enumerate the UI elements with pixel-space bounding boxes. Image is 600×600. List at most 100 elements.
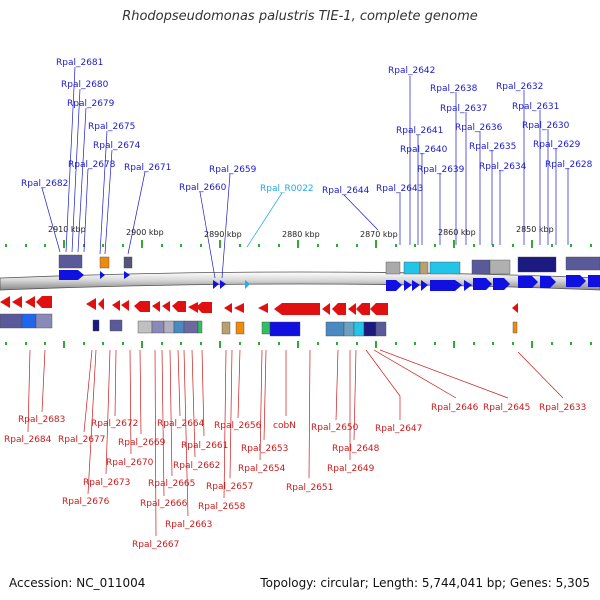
reverse-gene-arrow [36, 296, 52, 308]
reverse-gene-arrow [25, 296, 35, 308]
scale-tick-label: 2860 kbp [438, 228, 476, 237]
gene-label: Rpal_2683 [18, 415, 65, 425]
forward-gene-arrow [518, 276, 538, 288]
forward-gene-arrow [404, 280, 412, 291]
gene-label: Rpal_2666 [140, 499, 188, 509]
rna-gene-label: Rpal_R0022 [260, 184, 314, 194]
reverse-gene-arrow [348, 303, 356, 315]
genome-backbone [0, 271, 600, 291]
accession-text: Accession: NC_011004 [9, 576, 146, 590]
bottom-tick-row [5, 341, 592, 348]
gene-label: Rpal_2662 [173, 461, 220, 471]
forward-gene-arrow [213, 280, 219, 289]
forward-homology-blocks [58, 254, 600, 275]
rna-gene-arrow [245, 280, 250, 289]
reverse-gene-arrow [112, 300, 120, 311]
reverse-gene-arrow [188, 302, 198, 313]
reverse-gene-arrow [370, 303, 388, 315]
gene-label: Rpal_2647 [375, 424, 422, 434]
scale-tick-label: 2890 kbp [204, 230, 242, 239]
gene-label: Rpal_2648 [332, 444, 380, 454]
gene-label: Rpal_2684 [4, 435, 52, 445]
gene-label: Rpal_2669 [118, 438, 166, 448]
gene-label: Rpal_2634 [479, 162, 527, 172]
forward-gene-arrow [412, 280, 420, 291]
gene-label: Rpal_2654 [238, 464, 286, 474]
gene-label: Rpal_2635 [469, 142, 516, 152]
gene-label: Rpal_2641 [396, 126, 443, 136]
reverse-gene-arrow [134, 301, 150, 312]
gene-label: Rpal_2674 [93, 141, 141, 151]
gene-label: Rpal_2672 [91, 419, 138, 429]
forward-gene-arrow [386, 280, 402, 291]
reverse-gene-arrow [172, 301, 186, 312]
gene-label: Rpal_2643 [376, 184, 423, 194]
reverse-gene-arrow [224, 303, 232, 313]
gene-label: Rpal_2651 [286, 483, 333, 493]
gene-label: Rpal_2639 [417, 165, 465, 175]
scale-tick-label: 2850 kbp [516, 225, 554, 234]
reverse-gene-arrow [152, 301, 160, 312]
scale-tick-label: 2880 kbp [282, 230, 320, 239]
top-tick-row [5, 240, 592, 248]
reverse-gene-arrow [162, 301, 170, 312]
reverse-homology-blocks [0, 313, 518, 337]
gene-label: Rpal_2644 [322, 186, 370, 196]
scale-tick-label: 2870 kbp [360, 230, 398, 239]
gene-label: Rpal_2631 [512, 102, 559, 112]
forward-gene-arrow [430, 280, 462, 291]
gene-label: Rpal_2632 [496, 82, 543, 92]
forward-gene-arrow [421, 280, 428, 291]
reverse-gene-arrow [274, 303, 320, 315]
reverse-gene-arrow [121, 300, 129, 311]
gene-label: Rpal_2682 [21, 179, 68, 189]
gene-label: Rpal_2653 [241, 444, 288, 454]
topology-text: Topology: circular; Length: 5,744,041 bp… [260, 576, 590, 590]
forward-gene-arrow [124, 271, 130, 279]
gene-label: Rpal_2638 [430, 84, 478, 94]
gene-label: Rpal_2646 [431, 403, 479, 413]
gene-label: Rpal_2665 [148, 479, 195, 489]
reverse-gene-arrow [356, 303, 370, 315]
gene-label: Rpal_2637 [440, 104, 487, 114]
reverse-gene-arrow [98, 298, 104, 310]
gene-label: Rpal_2676 [62, 497, 110, 507]
reverse-genes [0, 296, 518, 315]
gene-label: Rpal_2670 [106, 458, 154, 468]
gene-label: Rpal_2675 [88, 122, 135, 132]
forward-gene-arrow [59, 270, 84, 280]
gene-label: Rpal_2642 [388, 66, 435, 76]
reverse-gene-arrow [512, 303, 518, 313]
gene-label: Rpal_2679 [67, 99, 115, 109]
forward-gene-arrow [464, 280, 472, 291]
gene-label: Rpal_2636 [455, 123, 503, 133]
reverse-gene-arrow [86, 298, 96, 310]
gene-label: Rpal_2657 [206, 482, 253, 492]
gene-label: Rpal_2680 [61, 80, 109, 90]
gene-label: Rpal_2681 [56, 58, 103, 68]
gene-label: Rpal_2658 [198, 502, 246, 512]
forward-gene-arrow [566, 275, 586, 287]
gene-label: Rpal_2628 [545, 160, 593, 170]
scale-tick-label: 2900 kbp [126, 228, 164, 237]
genome-title: Rhodopseudomonas palustris TIE-1, comple… [122, 9, 478, 24]
gene-label: Rpal_2633 [539, 403, 586, 413]
forward-gene-arrow [220, 280, 226, 289]
forward-genes [59, 270, 600, 291]
gene-label: Rpal_2667 [132, 540, 179, 550]
reverse-gene-arrow [196, 302, 212, 313]
reverse-gene-arrow [258, 303, 268, 313]
gene-label: Rpal_2671 [124, 163, 171, 173]
forward-gene-arrow [493, 278, 510, 290]
forward-gene-arrow [100, 271, 105, 279]
gene-label: Rpal_2650 [311, 423, 359, 433]
forward-gene-arrow [473, 278, 492, 290]
gene-label: Rpal_2656 [214, 421, 262, 431]
gene-label: Rpal_2630 [522, 121, 570, 131]
forward-gene-labels: Rpal_2681 Rpal_2680 Rpal_2679 Rpal_2675 … [21, 58, 593, 279]
reverse-gene-arrow [12, 296, 22, 308]
forward-gene-arrow [540, 276, 556, 288]
gene-label: cobN [273, 421, 296, 431]
reverse-gene-arrow [332, 303, 346, 315]
